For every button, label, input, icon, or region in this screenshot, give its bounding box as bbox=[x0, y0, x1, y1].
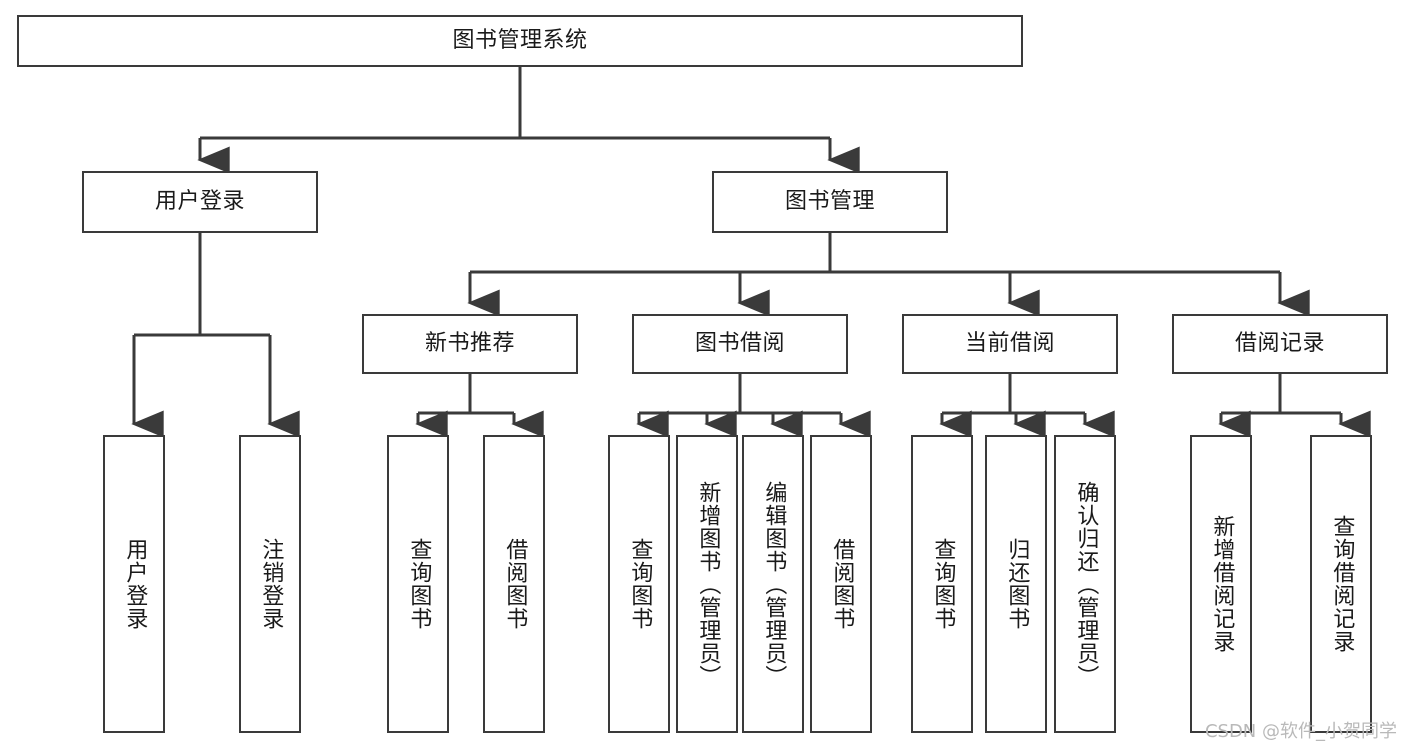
node-leaf-user-login[interactable]: 用户登录 bbox=[103, 435, 165, 733]
node-leaf-borrow-book-1[interactable]: 借阅图书 bbox=[483, 435, 545, 733]
node-leaf-return-book[interactable]: 归还图书 bbox=[985, 435, 1047, 733]
node-current-borrow[interactable]: 当前借阅 bbox=[902, 314, 1118, 374]
node-root-label: 图书管理系统 bbox=[452, 27, 588, 53]
node-leaf-borrow-book-2[interactable]: 借阅图书 bbox=[810, 435, 872, 733]
node-leaf-add-record-label: 新增借阅记录 bbox=[1209, 515, 1235, 653]
node-leaf-add-book[interactable]: 新增图书（管理员） bbox=[676, 435, 738, 733]
node-new-book-rec[interactable]: 新书推荐 bbox=[362, 314, 578, 374]
node-borrow-record-label: 借阅记录 bbox=[1234, 330, 1325, 356]
node-book-borrow[interactable]: 图书借阅 bbox=[632, 314, 848, 374]
node-book-manage[interactable]: 图书管理 bbox=[712, 171, 948, 233]
node-leaf-confirm-return-label: 确认归还（管理员） bbox=[1073, 480, 1099, 688]
node-leaf-user-login-label: 用户登录 bbox=[122, 538, 148, 630]
node-leaf-query-book-3[interactable]: 查询图书 bbox=[911, 435, 973, 733]
node-leaf-borrow-book-2-label: 借阅图书 bbox=[829, 538, 855, 630]
node-leaf-query-book-2-label: 查询图书 bbox=[627, 538, 653, 630]
node-leaf-borrow-book-1-label: 借阅图书 bbox=[502, 538, 528, 630]
node-book-borrow-label: 图书借阅 bbox=[694, 330, 785, 356]
node-leaf-query-record[interactable]: 查询借阅记录 bbox=[1310, 435, 1372, 733]
node-leaf-query-book-1-label: 查询图书 bbox=[406, 538, 432, 630]
watermark-text: CSDN @软件_小贺同学 bbox=[1204, 721, 1397, 742]
node-current-borrow-label: 当前借阅 bbox=[964, 330, 1055, 356]
node-leaf-edit-book-label: 编辑图书（管理员） bbox=[761, 480, 787, 688]
node-leaf-user-logout-label: 注销登录 bbox=[258, 538, 284, 630]
node-leaf-query-record-label: 查询借阅记录 bbox=[1329, 515, 1355, 653]
node-borrow-record[interactable]: 借阅记录 bbox=[1172, 314, 1388, 374]
node-leaf-user-logout[interactable]: 注销登录 bbox=[239, 435, 301, 733]
node-book-manage-label: 图书管理 bbox=[784, 188, 875, 214]
node-new-book-rec-label: 新书推荐 bbox=[424, 330, 515, 356]
node-leaf-edit-book[interactable]: 编辑图书（管理员） bbox=[742, 435, 804, 733]
node-leaf-add-book-label: 新增图书（管理员） bbox=[695, 480, 721, 688]
node-user-login[interactable]: 用户登录 bbox=[82, 171, 318, 233]
node-leaf-query-book-1[interactable]: 查询图书 bbox=[387, 435, 449, 733]
node-root[interactable]: 图书管理系统 bbox=[17, 15, 1023, 67]
node-leaf-confirm-return[interactable]: 确认归还（管理员） bbox=[1054, 435, 1116, 733]
node-user-login-label: 用户登录 bbox=[154, 188, 245, 214]
node-leaf-add-record[interactable]: 新增借阅记录 bbox=[1190, 435, 1252, 733]
node-leaf-query-book-2[interactable]: 查询图书 bbox=[608, 435, 670, 733]
node-leaf-return-book-label: 归还图书 bbox=[1004, 538, 1030, 630]
node-leaf-query-book-3-label: 查询图书 bbox=[930, 538, 956, 630]
